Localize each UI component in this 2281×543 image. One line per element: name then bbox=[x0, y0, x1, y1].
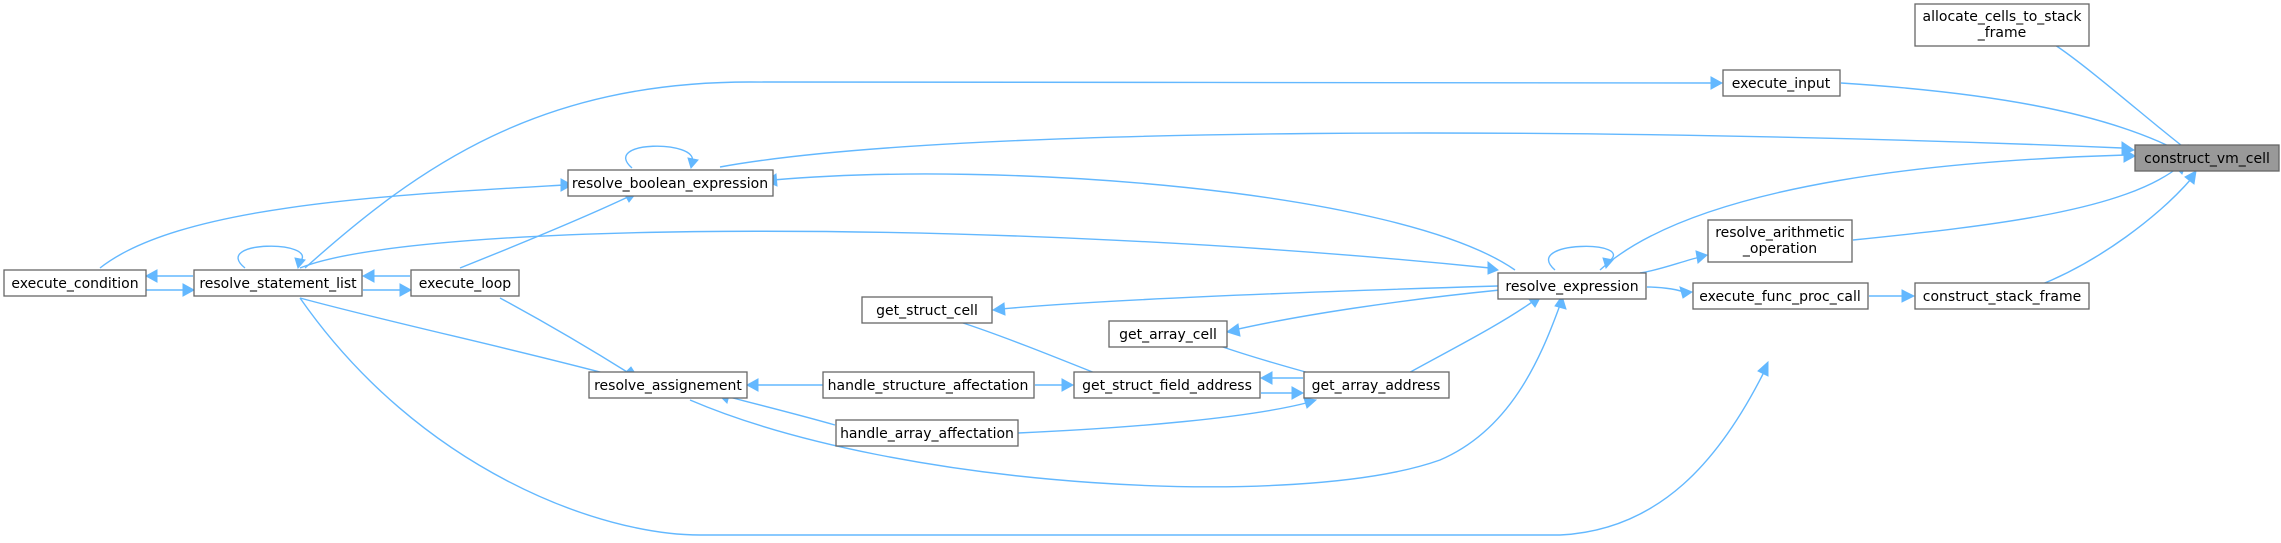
node-allocate-cells-to-stack-frame[interactable]: allocate_cells_to_stack _frame bbox=[1914, 3, 2090, 47]
edge-resolve-expression-to-construct-vm-cell bbox=[1599, 148, 2136, 271]
node-execute-func-proc-call[interactable]: execute_func_proc_call bbox=[1692, 282, 1869, 310]
edge-resolve-expression-to-get-struct-cell bbox=[991, 285, 1499, 316]
node-label: handle_structure_affectation bbox=[828, 378, 1029, 394]
node-label: execute_loop bbox=[419, 276, 512, 292]
edge-resolve-statement-list-to-resolve-expression bbox=[299, 230, 1499, 275]
edge-resolve-statement-list-to-execute-input bbox=[304, 76, 1724, 269]
edge-allocate-to-construct-vm-cell bbox=[2054, 44, 2197, 160]
edge-resolve-expression-to-execute-func-proc-call bbox=[1646, 286, 1694, 299]
node-handle-array-affectation[interactable]: handle_array_affectation bbox=[835, 419, 1019, 447]
edge-handle-structure-affectation-to-resolve-assignement bbox=[745, 378, 823, 392]
edge-resolve-statement-list-to-execute-loop bbox=[363, 283, 413, 297]
edge-execute-loop-to-resolve-statement-list bbox=[361, 269, 410, 283]
node-label: resolve_assignement bbox=[594, 378, 742, 394]
edge-execute-condition-to-resolve-statement-list bbox=[146, 283, 196, 297]
node-label: get_array_cell bbox=[1119, 327, 1217, 343]
edge-get-struct-field-address-to-get-struct-cell bbox=[959, 321, 1101, 376]
node-label: handle_array_affectation bbox=[840, 426, 1014, 442]
node-get-struct-cell[interactable]: get_struct_cell bbox=[861, 296, 993, 324]
edge-execute-func-proc-call-to-construct-stack-frame bbox=[1869, 289, 1916, 303]
edge-resolve-statement-list-to-execute-condition bbox=[144, 269, 193, 283]
node-get-array-cell[interactable]: get_array_cell bbox=[1108, 320, 1228, 348]
node-handle-structure-affectation[interactable]: handle_structure_affectation bbox=[822, 371, 1035, 399]
edge-resolve-boolean-to-construct-vm-cell bbox=[719, 132, 2136, 168]
node-resolve-arithmetic-operation[interactable]: resolve_arithmetic _operation bbox=[1707, 219, 1853, 263]
node-label: resolve_expression bbox=[1505, 279, 1638, 295]
node-label: get_struct_field_address bbox=[1082, 378, 1252, 394]
node-label: resolve_statement_list bbox=[199, 276, 357, 292]
node-construct-stack-frame[interactable]: construct_stack_frame bbox=[1914, 282, 2090, 310]
node-get-struct-field-address[interactable]: get_struct_field_address bbox=[1073, 371, 1261, 399]
node-label: construct_stack_frame bbox=[1923, 289, 2081, 305]
edge-construct-stack-frame-to-construct-vm-cell bbox=[2034, 170, 2197, 288]
node-label-line-2: _frame bbox=[1977, 25, 2027, 41]
edge-get-array-address-to-get-struct-field-address bbox=[1259, 371, 1304, 385]
node-label: execute_condition bbox=[11, 276, 138, 292]
node-label-line-1: resolve_arithmetic bbox=[1715, 225, 1845, 241]
node-execute-input[interactable]: execute_input bbox=[1722, 69, 1841, 97]
edge-get-array-address-to-resolve-expression bbox=[1404, 295, 1542, 376]
node-resolve-expression[interactable]: resolve_expression bbox=[1497, 272, 1647, 300]
node-resolve-boolean-expression[interactable]: resolve_boolean_expression bbox=[567, 169, 774, 197]
node-label: execute_input bbox=[1732, 76, 1831, 92]
node-resolve-statement-list[interactable]: resolve_statement_list bbox=[193, 269, 363, 297]
edge-resolve-assignement-to-resolve-expression bbox=[689, 294, 1567, 488]
edge-execute-condition-to-resolve-boolean bbox=[99, 178, 574, 269]
edge-resolve-expression-self-loop bbox=[1547, 245, 1615, 271]
edge-resolve-boolean-self-loop bbox=[625, 145, 699, 170]
node-construct-vm-cell[interactable]: construct_vm_cell bbox=[2134, 144, 2280, 172]
node-get-array-address[interactable]: get_array_address bbox=[1303, 371, 1450, 399]
edge-resolve-statement-list-self-loop bbox=[237, 245, 306, 270]
edge-resolve-expression-to-resolve-boolean bbox=[764, 173, 1516, 271]
edge-get-struct-field-address-to-get-array-address bbox=[1261, 386, 1305, 400]
edge-resolve-expression-to-resolve-arithmetic bbox=[1639, 250, 1708, 274]
edge-execute-loop-to-resolve-boolean bbox=[459, 192, 638, 269]
node-label-line-2: _operation bbox=[1742, 241, 1817, 257]
edge-resolve-expression-to-get-array-cell bbox=[1225, 289, 1501, 337]
node-label: resolve_boolean_expression bbox=[572, 176, 768, 192]
edge-handle-structure-affectation-to-get-struct-field-address bbox=[1035, 378, 1075, 392]
edge-execute-loop-to-resolve-assignement bbox=[499, 297, 639, 379]
node-label: execute_func_proc_call bbox=[1699, 289, 1861, 305]
node-label: get_struct_cell bbox=[876, 303, 978, 319]
node-label: construct_vm_cell bbox=[2144, 151, 2270, 167]
node-resolve-assignement[interactable]: resolve_assignement bbox=[588, 371, 748, 399]
edge-resolve-statement-list-to-execute-func-proc-call bbox=[299, 297, 1769, 536]
node-label: get_array_address bbox=[1312, 378, 1441, 394]
node-label-line-1: allocate_cells_to_stack bbox=[1923, 9, 2083, 25]
edge-resolve-statement-list-to-resolve-assignement bbox=[299, 297, 637, 384]
node-execute-loop[interactable]: execute_loop bbox=[410, 269, 520, 297]
node-execute-condition[interactable]: execute_condition bbox=[3, 269, 147, 297]
edge-handle-array-affectation-to-get-array-address bbox=[1017, 397, 1318, 434]
